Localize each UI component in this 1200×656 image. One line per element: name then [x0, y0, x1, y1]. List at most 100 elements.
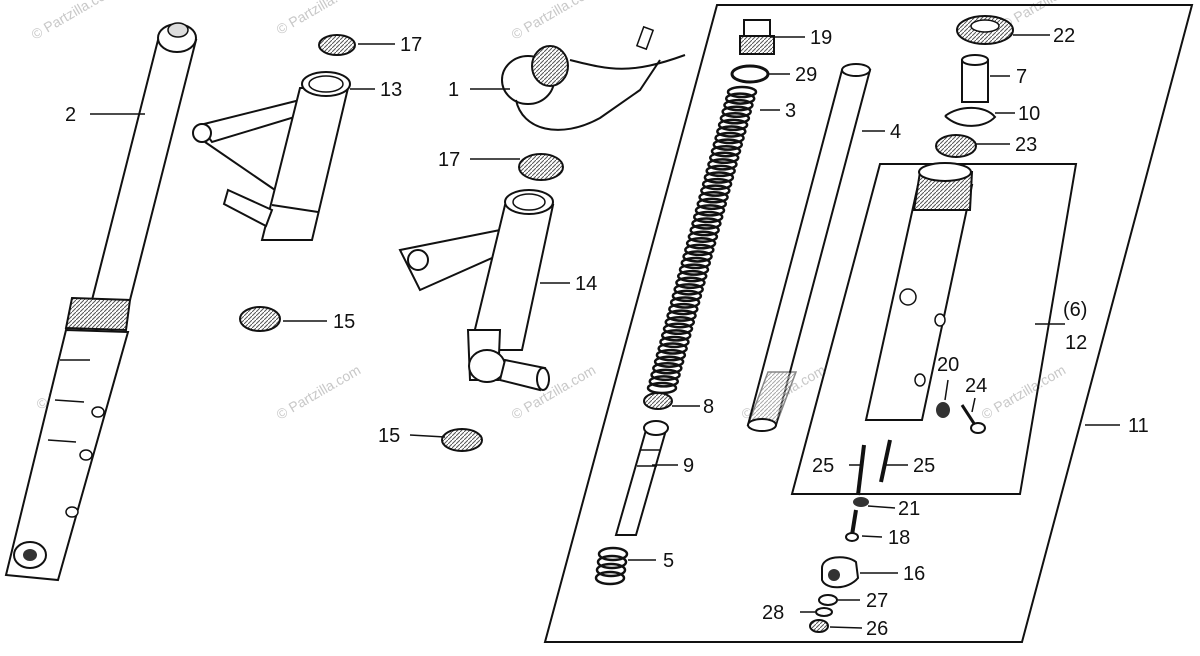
spring-coil — [724, 92, 756, 105]
callout-25-right: 25 — [913, 455, 935, 477]
spring-coil — [660, 329, 692, 342]
spring-coil — [657, 342, 688, 355]
rebound-spring-5 — [594, 546, 629, 586]
callout-7: 7 — [1016, 66, 1027, 88]
spring-coil — [719, 112, 751, 125]
assembly-boundary-12 — [790, 163, 1078, 495]
spring-coil — [696, 197, 728, 211]
nut-26 — [809, 619, 829, 633]
spring-coil — [669, 296, 701, 309]
callout-19: 19 — [810, 27, 832, 49]
callout-26: 26 — [866, 618, 888, 640]
callout-11: 11 — [1128, 415, 1149, 437]
watermark-text: © Partzilla.com — [274, 362, 364, 423]
callout-17-mid: 17 — [438, 149, 460, 171]
fork-spring-3 — [646, 85, 758, 395]
spring-coil — [676, 269, 708, 283]
assembly-boundary-11 — [543, 4, 1194, 643]
bearing-17-mid — [518, 153, 564, 181]
callout-15-upper: 15 — [333, 311, 355, 333]
callout-15-lower: 15 — [378, 425, 400, 447]
spring-coil — [685, 237, 717, 250]
bottom-case-12 — [864, 162, 974, 421]
piston-ring-8 — [643, 392, 673, 410]
callout-27: 27 — [866, 590, 888, 612]
spring-coil — [723, 98, 754, 112]
spring-coil — [687, 230, 719, 243]
oil-seal-23 — [935, 134, 977, 158]
spring-coil — [705, 164, 736, 178]
callout-12: 12 — [1065, 332, 1087, 354]
headlight-lower-bracket — [398, 189, 555, 392]
dust-cover-7 — [961, 54, 989, 103]
callout-21: 21 — [898, 498, 920, 520]
watermark-text: © Partzilla.com — [274, 0, 364, 38]
watermark-text: © Partzilla.com — [29, 0, 119, 43]
watermark-text: © Partzilla.com — [509, 0, 599, 43]
spring-coil — [698, 190, 729, 204]
fork-piston-9 — [614, 420, 669, 536]
spring-coil — [664, 315, 696, 329]
spring-coil — [694, 204, 726, 217]
callout-2: 2 — [65, 104, 76, 126]
callout-5: 5 — [663, 550, 674, 572]
spring-coil — [701, 177, 733, 191]
circlip-10 — [944, 106, 997, 127]
headlight-upper-bracket — [192, 71, 351, 241]
spring-coil — [673, 283, 704, 296]
callout-28: 28 — [762, 602, 784, 624]
spring-coil — [662, 322, 694, 336]
stud-25-right — [879, 439, 892, 483]
spring-coil — [691, 217, 722, 230]
callout-10: 10 — [1018, 103, 1040, 125]
stud-25-left — [856, 444, 866, 496]
nut-15-lower — [441, 428, 483, 452]
washer-21 — [853, 497, 869, 507]
spring-coil — [714, 131, 745, 145]
spring-coil — [710, 144, 742, 158]
callout-9: 9 — [683, 455, 694, 477]
spring-coil — [726, 85, 758, 99]
spring-coil — [716, 125, 747, 138]
spring-coil — [708, 151, 740, 165]
fork-cap-22 — [956, 15, 1014, 45]
spring-coil — [659, 335, 690, 349]
spring-coil — [675, 276, 706, 290]
callout-18: 18 — [888, 527, 910, 549]
callout-12-qty: (6) — [1063, 299, 1087, 321]
spring-coil — [655, 348, 687, 362]
bolt-18 — [845, 509, 859, 542]
fork-tube-4 — [746, 63, 872, 432]
spring-coil — [652, 362, 683, 375]
callout-16: 16 — [903, 563, 925, 585]
spring-coil — [682, 250, 713, 263]
callout-1: 1 — [448, 79, 459, 101]
spring-coil — [721, 105, 752, 118]
callout-labels: 2 1 17 13 17 14 15 15 19 29 3 4 8 9 5 22… — [65, 25, 1149, 640]
callout-29: 29 — [795, 64, 817, 86]
spring-coil — [678, 263, 710, 276]
spring-coil — [684, 243, 715, 257]
o-ring-29 — [730, 64, 770, 84]
callout-13: 13 — [380, 79, 402, 101]
spring-coil — [668, 302, 699, 316]
spring-coil — [712, 138, 744, 151]
spring-coil — [703, 171, 735, 184]
spring-coil — [666, 309, 697, 322]
spring-coil — [692, 210, 724, 224]
washer-28 — [815, 607, 833, 617]
callout-4: 4 — [890, 121, 901, 143]
spring-coil — [653, 355, 685, 368]
callout-20: 20 — [937, 354, 959, 376]
spring-coil — [707, 158, 738, 171]
spring-coil — [671, 289, 703, 303]
spring-coil — [650, 368, 681, 382]
callout-14: 14 — [575, 273, 597, 295]
axle-holder-16 — [821, 556, 860, 589]
callout-17-top: 17 — [400, 34, 422, 56]
nut-15-upper — [239, 306, 281, 332]
fork-bolt-19 — [739, 19, 775, 55]
callout-25-left: 25 — [812, 455, 834, 477]
